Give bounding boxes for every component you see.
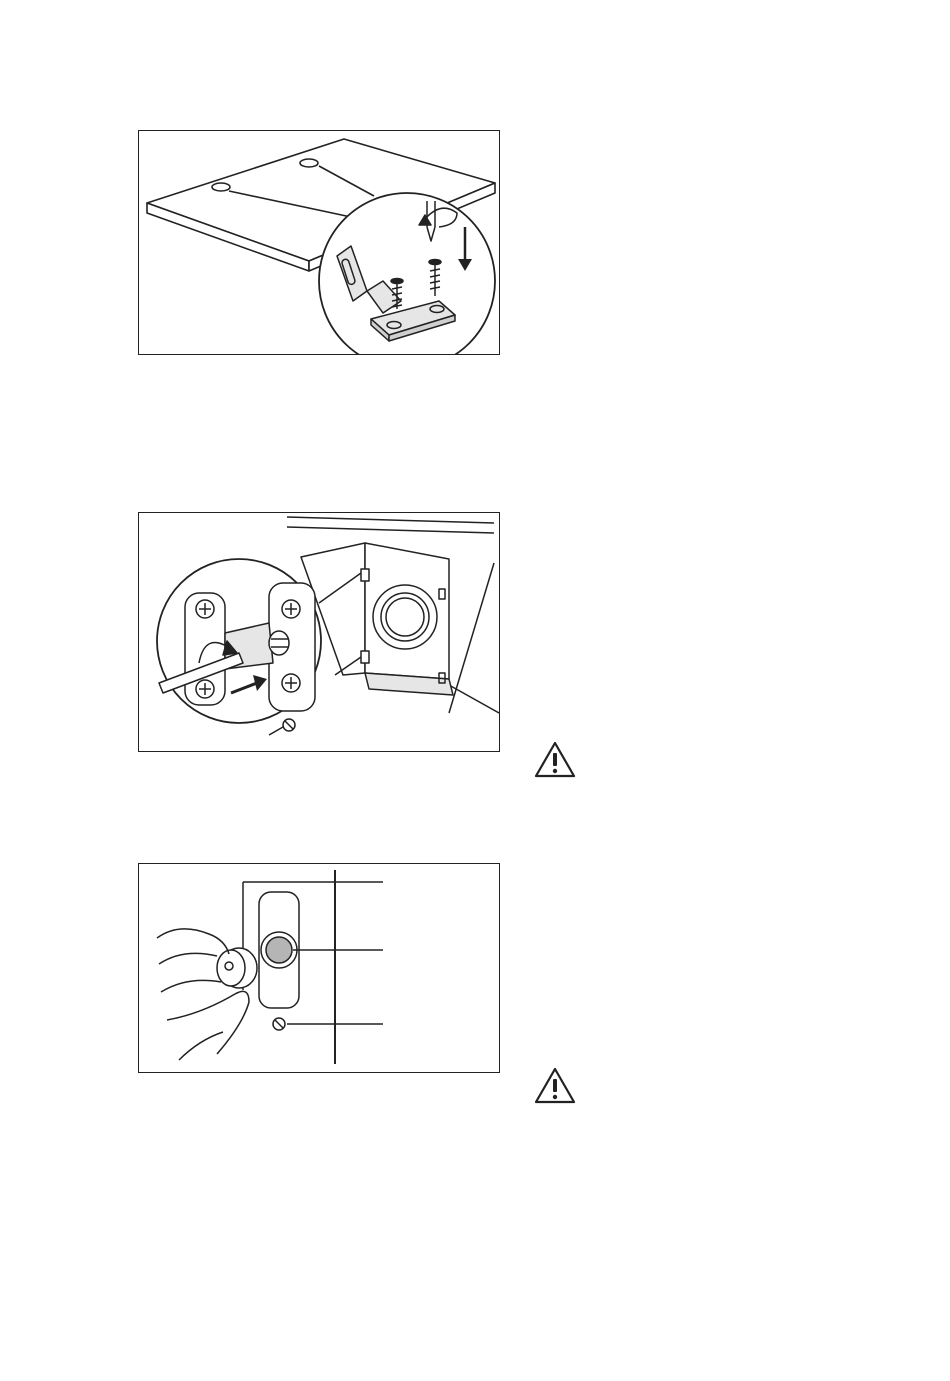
warning-triangle-icon [533, 740, 577, 780]
worktop-bracket-screw-illustration [139, 131, 499, 354]
door-hinge-adjustment-illustration [139, 513, 499, 751]
hinge-cap-knob-illustration [139, 864, 499, 1072]
warning-triangle-icon [533, 1066, 577, 1106]
figure-hinge-cap [138, 863, 500, 1073]
figure-worktop-brackets [138, 130, 500, 355]
figure-door-hinge [138, 512, 500, 752]
